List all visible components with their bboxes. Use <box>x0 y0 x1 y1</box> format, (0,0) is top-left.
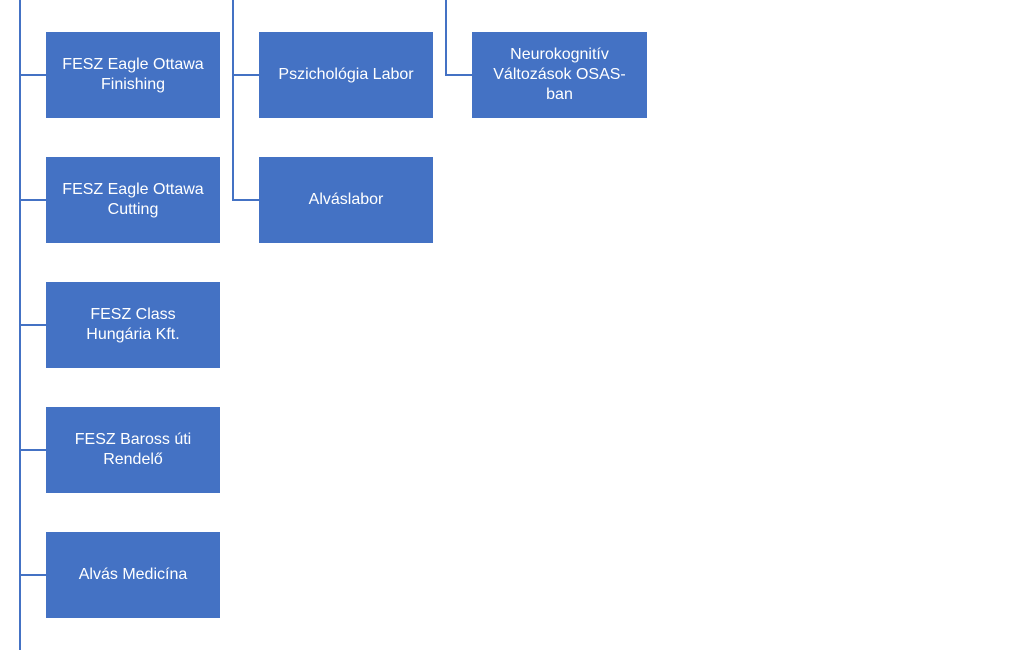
node-fesz-class-hungaria[interactable]: FESZ Class Hungária Kft. <box>46 282 220 368</box>
branch-line-cutting <box>19 199 46 201</box>
node-fesz-eagle-ottawa-finishing[interactable]: FESZ Eagle Ottawa Finishing <box>46 32 220 118</box>
branch-line-finishing <box>19 74 46 76</box>
node-label: Neurokognitív Változások OSAS-ban <box>493 46 626 103</box>
branch-line-pszichologia <box>232 74 259 76</box>
node-label: Alváslabor <box>308 191 384 208</box>
node-label: FESZ Eagle Ottawa Finishing <box>62 56 204 93</box>
node-label: FESZ Baross úti Rendelő <box>74 431 192 468</box>
node-label: Pszichológia Labor <box>278 66 414 83</box>
branch-line-baross <box>19 449 46 451</box>
trunk-line-right <box>445 0 447 76</box>
node-fesz-eagle-ottawa-cutting[interactable]: FESZ Eagle Ottawa Cutting <box>46 157 220 243</box>
node-alvas-medicina[interactable]: Alvás Medicína <box>46 532 220 618</box>
node-label: Alvás Medicína <box>78 566 188 583</box>
node-alvaslabor[interactable]: Alváslabor <box>259 157 433 243</box>
node-pszichologia-labor[interactable]: Pszichológia Labor <box>259 32 433 118</box>
node-fesz-baross-uti-rendelo[interactable]: FESZ Baross úti Rendelő <box>46 407 220 493</box>
branch-line-neurokognitiv <box>445 74 472 76</box>
node-neurokognitiv-valtozasok[interactable]: Neurokognitív Változások OSAS-ban <box>472 32 647 118</box>
branch-line-alvaslabor <box>232 199 259 201</box>
branch-line-medicina <box>19 574 46 576</box>
node-label: FESZ Class Hungária Kft. <box>86 306 180 343</box>
trunk-line-middle <box>232 0 234 201</box>
node-label: FESZ Eagle Ottawa Cutting <box>62 181 204 218</box>
branch-line-class <box>19 324 46 326</box>
